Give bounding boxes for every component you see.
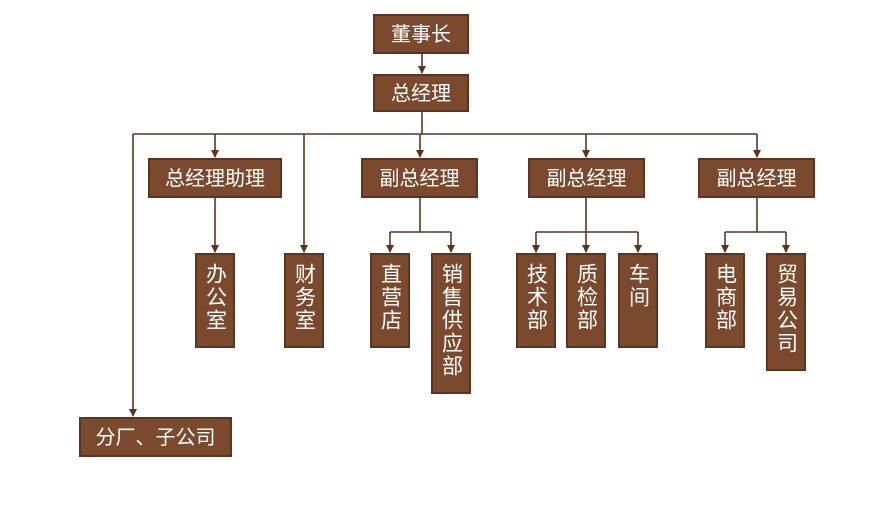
assistant-gm-label: 总经理助理 bbox=[165, 166, 265, 190]
direct-store-box: 直营店 bbox=[370, 253, 410, 348]
chairman-box: 董事长 bbox=[373, 14, 469, 54]
assistant-gm-box: 总经理助理 bbox=[148, 158, 282, 198]
ecommerce-box: 电商部 bbox=[705, 253, 745, 348]
tech-box: 技术部 bbox=[516, 253, 556, 348]
deputy-gm-label-2: 副总经理 bbox=[546, 166, 627, 190]
deputy-gm-label-1: 副总经理 bbox=[379, 166, 460, 190]
tech-label: 技术部 bbox=[524, 263, 549, 332]
workshop-box: 车间 bbox=[618, 253, 658, 348]
ecommerce-label: 电商部 bbox=[713, 263, 738, 332]
deputy-gm-label-3: 副总经理 bbox=[716, 166, 797, 190]
finance-box: 财务室 bbox=[284, 253, 324, 348]
office-label: 办公室 bbox=[203, 263, 228, 332]
general-manager-box: 总经理 bbox=[373, 74, 469, 112]
sales-supply-label: 销售供应部 bbox=[439, 263, 464, 378]
sales-supply-box: 销售供应部 bbox=[431, 253, 471, 394]
finance-label: 财务室 bbox=[292, 263, 317, 332]
direct-store-label: 直营店 bbox=[378, 263, 403, 332]
deputy-gm-box-2: 副总经理 bbox=[528, 158, 645, 198]
office-box: 办公室 bbox=[195, 253, 235, 348]
trade-company-box: 贸易公司 bbox=[766, 253, 806, 371]
quality-label: 质检部 bbox=[574, 263, 599, 332]
workshop-label: 车间 bbox=[626, 263, 651, 309]
branches-box: 分厂、子公司 bbox=[79, 417, 232, 457]
branches-label: 分厂、子公司 bbox=[95, 425, 216, 449]
chairman-label: 董事长 bbox=[391, 22, 451, 46]
deputy-gm-box-1: 副总经理 bbox=[361, 158, 478, 198]
quality-box: 质检部 bbox=[566, 253, 606, 348]
trade-company-label: 贸易公司 bbox=[774, 263, 799, 355]
deputy-gm-box-3: 副总经理 bbox=[698, 158, 815, 198]
general-manager-label: 总经理 bbox=[391, 81, 451, 105]
